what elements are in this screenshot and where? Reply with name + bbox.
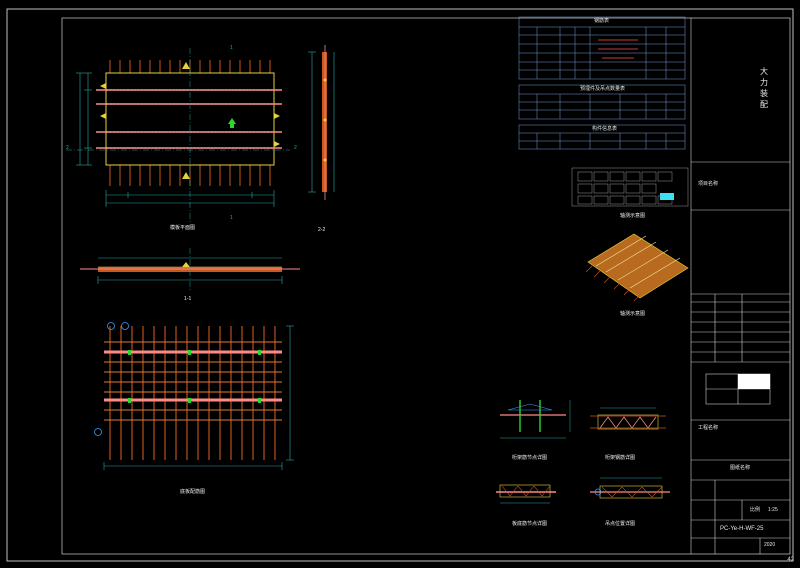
- scale-label: 比例: [750, 507, 761, 513]
- section-2-2-view: [308, 45, 335, 200]
- page-number: 42: [787, 557, 794, 563]
- caption-isometric: 轴测示意图: [620, 311, 646, 317]
- section-mark-2-left: 2: [66, 145, 69, 151]
- caption-section-1-1: 1-1: [184, 296, 192, 302]
- component-table: [518, 124, 686, 150]
- drawing-number: PC-Ye-H-WF-25: [720, 526, 764, 532]
- plan-top-view: [66, 48, 290, 225]
- caption-detail-1: 桁架筋节点详图: [512, 455, 548, 461]
- key-plan-highlight: [660, 193, 674, 200]
- detail-3: [496, 484, 556, 504]
- caption-section-2-2: 2-2: [318, 227, 326, 233]
- caption-iso-note: 轴测示意图: [620, 213, 646, 219]
- caption-detail-2: 桁架钢筋详图: [605, 455, 636, 461]
- detail-1: [500, 400, 571, 439]
- section-mark-1-top: 1: [230, 45, 233, 51]
- key-plan: [571, 167, 689, 207]
- isometric-view: [585, 233, 689, 302]
- component-table-title: 构件信息表: [592, 126, 618, 132]
- plan-bottom-view: [94, 322, 294, 470]
- date-value: 2020: [764, 542, 776, 548]
- detail-2: [590, 407, 666, 430]
- scale-value: 1:25: [768, 507, 778, 513]
- drawing-name-label: 图纸名称: [730, 465, 751, 471]
- company-name: 大力装配: [760, 67, 768, 109]
- sheet-border: [6, 8, 794, 562]
- rebar-table: [518, 16, 686, 80]
- caption-detail-3: 板底筋节点详图: [512, 521, 548, 527]
- caption-detail-4: 吊点位置详图: [605, 521, 636, 527]
- caption-plan-bottom: 底板配筋图: [180, 489, 206, 495]
- title-block: [690, 18, 790, 554]
- rebar-table-title: 钢筋表: [594, 18, 610, 24]
- embedded-table-title: 预埋件及吊点数量表: [580, 86, 626, 92]
- embedded-table: [518, 84, 686, 120]
- caption-plan-top: 模板平面图: [170, 225, 196, 231]
- stamp-box: [705, 373, 771, 405]
- drawing-frame: [61, 17, 791, 555]
- project-label: 项目名称: [698, 181, 719, 187]
- section-1-1-view: [80, 248, 300, 290]
- stamp-label: 工程名称: [698, 425, 719, 431]
- section-mark-1-bottom: 1: [230, 215, 233, 221]
- detail-4: [590, 477, 670, 499]
- section-mark-2-right: 2: [294, 145, 297, 151]
